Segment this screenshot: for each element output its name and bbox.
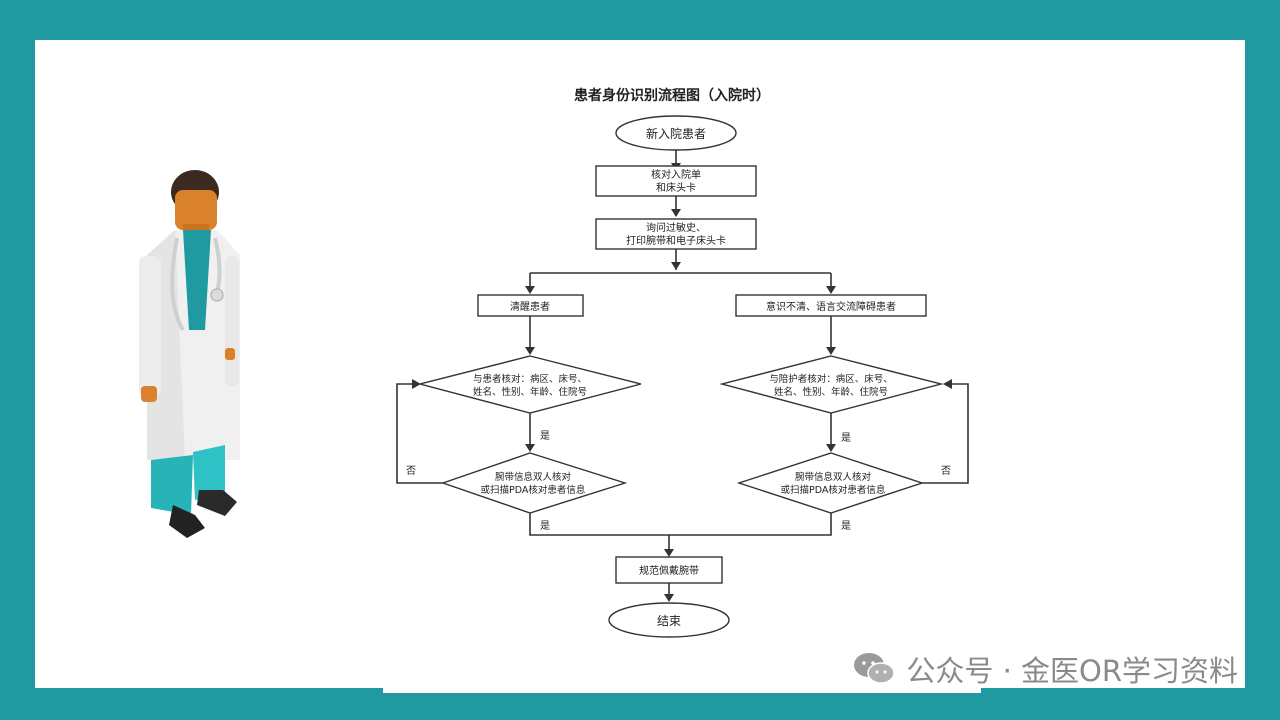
left-verify-line1: 腕带信息双人核对	[495, 471, 572, 483]
left-no-label: 否	[406, 465, 416, 477]
wechat-icon	[854, 653, 896, 684]
left-verify-line2: 或扫描PDA核对患者信息	[481, 484, 586, 496]
arrowheads	[412, 163, 952, 602]
watermark: 公众号 · 金医OR学习资料	[852, 648, 1238, 690]
step1-line2: 和床头卡	[656, 181, 696, 194]
allergy-wristband-node: 询问过敏史、 打印腕带和电子床头卡	[595, 218, 757, 250]
verify-with-patient-decision: 与患者核对：病区、床号、 姓名、性别、年龄、住院号	[417, 355, 642, 414]
right-check-line1: 与陪护者核对：病区、床号、	[769, 373, 893, 385]
verify-with-caregiver-decision: 与陪护者核对：病区、床号、 姓名、性别、年龄、住院号	[719, 355, 944, 414]
right-wristband-verify-decision: 腕带信息双人核对 或扫描PDA核对患者信息	[736, 452, 925, 514]
left-check-line1: 与患者核对：病区、床号、	[473, 373, 587, 385]
right-verify-line2: 或扫描PDA核对患者信息	[781, 484, 886, 496]
right-check-line2: 姓名、性别、年龄、住院号	[774, 386, 888, 398]
end-node: 结束	[608, 602, 730, 638]
start-node: 新入院患者	[615, 115, 737, 151]
watermark-text: 公众号 · 金医OR学习资料	[906, 654, 1238, 688]
end-label: 结束	[657, 614, 681, 628]
left-check-line2: 姓名、性别、年龄、住院号	[473, 386, 587, 398]
left-yes-label-1: 是	[540, 430, 550, 442]
left-branch-label: 清醒患者	[510, 300, 550, 313]
step1-line1: 核对入院单	[651, 168, 701, 181]
left-wristband-verify-decision: 腕带信息双人核对 或扫描PDA核对患者信息	[440, 452, 628, 514]
conscious-patient-node: 清醒患者	[477, 294, 584, 317]
start-label: 新入院患者	[646, 126, 706, 141]
right-yes-label-2: 是	[841, 520, 851, 532]
step2-line1: 询问过敏史、	[646, 221, 706, 234]
doctor-illustration	[139, 170, 240, 538]
flowchart-panel-edge	[383, 688, 981, 693]
step2-line2: 打印腕带和电子床头卡	[626, 234, 726, 247]
right-verify-line1: 腕带信息双人核对	[795, 471, 872, 483]
check-admission-form-node: 核对入院单 和床头卡	[595, 165, 757, 197]
wear-label: 规范佩戴腕带	[639, 564, 699, 577]
left-yes-label-2: 是	[540, 520, 550, 532]
right-branch-label: 意识不清、语言交流障碍患者	[766, 300, 896, 313]
wear-wristband-node: 规范佩戴腕带	[615, 556, 723, 584]
impaired-patient-node: 意识不清、语言交流障碍患者	[735, 294, 927, 317]
flowchart-title: 患者身份识别流程图（入院时）	[574, 87, 770, 104]
right-no-label: 否	[941, 465, 951, 477]
right-yes-label-1: 是	[841, 432, 851, 444]
